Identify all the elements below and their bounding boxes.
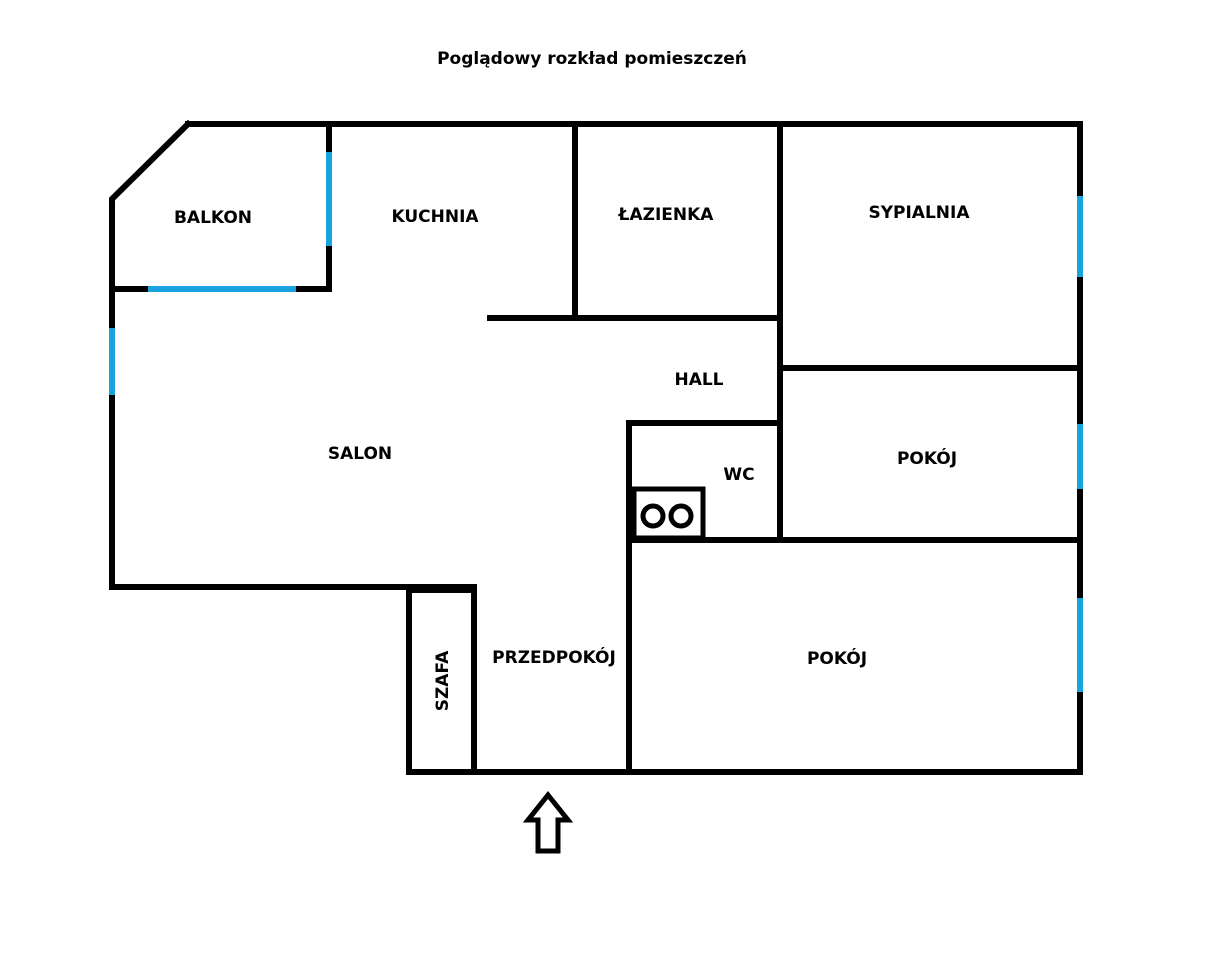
- room-label-hall: HALL: [674, 370, 723, 390]
- room-label-wc: WC: [723, 465, 754, 485]
- page-title: Poglądowy rozkład pomieszczeń: [437, 49, 747, 69]
- room-label-kuchnia: KUCHNIA: [391, 207, 479, 227]
- room-label-sypialnia: SYPIALNIA: [868, 203, 970, 223]
- room-label-lazienka: ŁAZIENKA: [618, 205, 715, 225]
- windows: [109, 152, 1083, 692]
- wc-wall: [626, 420, 783, 775]
- room-label-pokoj-large: POKÓJ: [807, 647, 867, 669]
- room-label-przedpokoj: PRZEDPOKÓJ: [492, 646, 616, 668]
- room-label-balkon: BALKON: [174, 208, 252, 228]
- room-label-salon: SALON: [328, 444, 392, 464]
- outer-wall-left: [109, 119, 477, 775]
- entrance-arrow-icon: [522, 790, 574, 854]
- wardrobe-wall: [406, 587, 477, 775]
- room-label-szafa: SZAFA: [433, 650, 453, 711]
- toilet-icon: [631, 486, 706, 541]
- balcony-wall: [109, 121, 332, 292]
- room-label-pokoj-small: POKÓJ: [897, 447, 957, 469]
